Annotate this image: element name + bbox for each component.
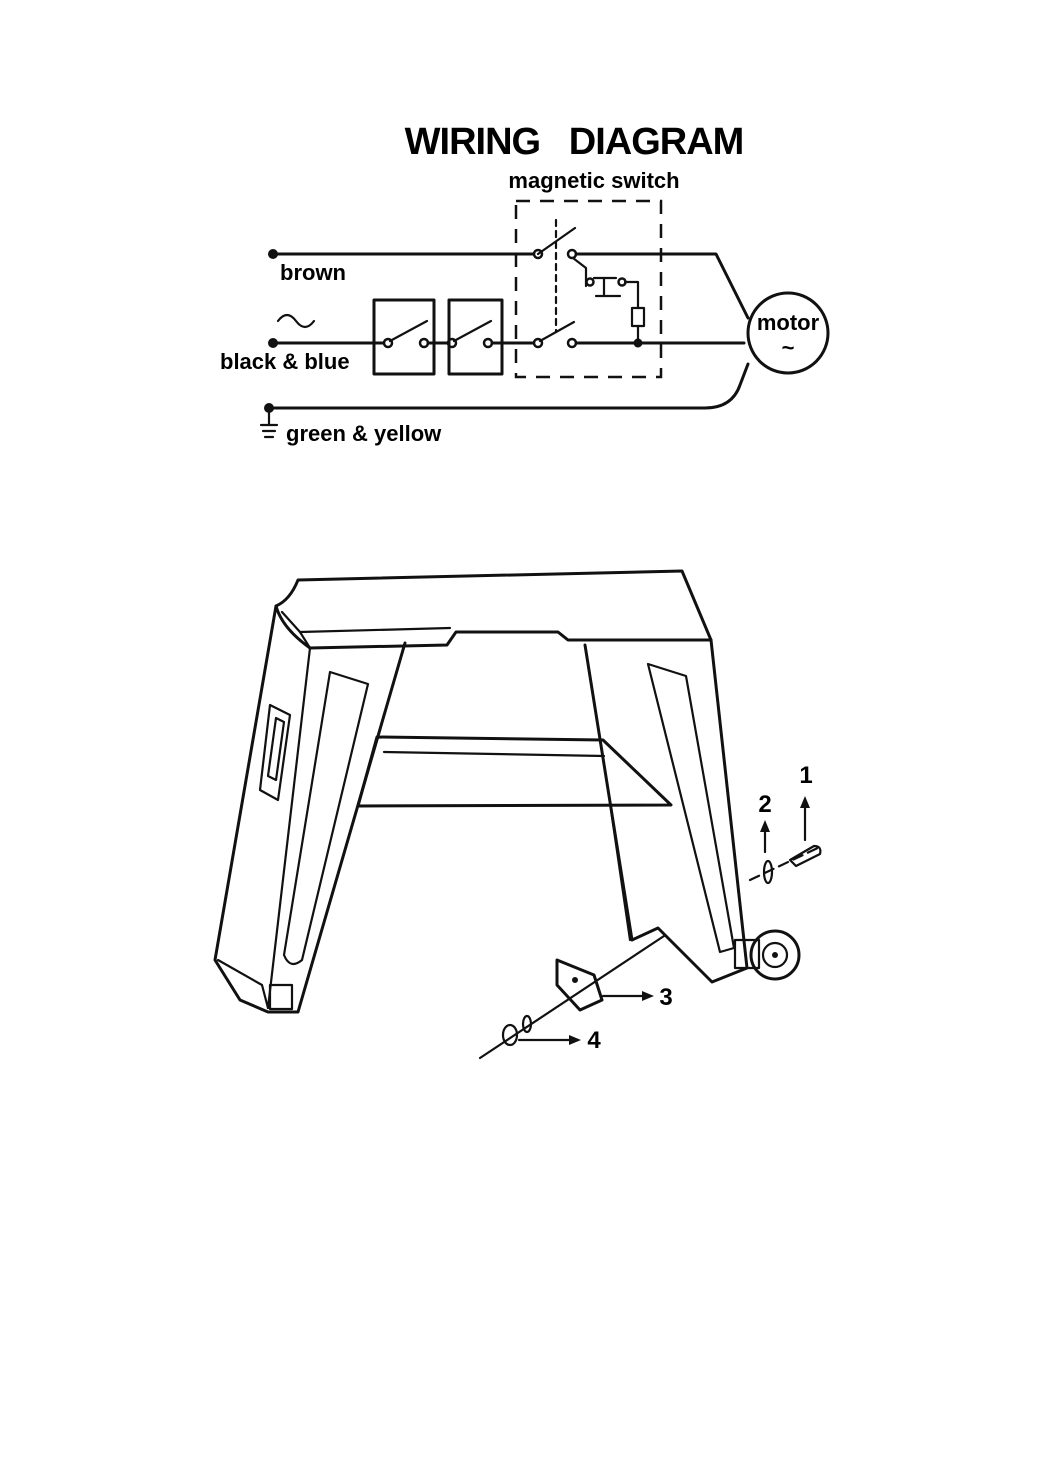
callout-1: 1 [799,762,812,789]
stand-shelf [358,737,671,806]
magnetic-switch-box [516,201,661,377]
diagram-title: WIRING DIAGRAM [405,121,744,163]
callout-4: 4 [587,1027,601,1054]
green-yellow-label: green & yellow [286,421,442,446]
ground-icon [261,425,277,437]
hold-contact [573,258,638,308]
wiring-diagram: WIRING DIAGRAM magnetic switch brown [220,121,828,446]
motor-ac-symbol: ~ [782,335,795,360]
switch-box-1 [374,300,434,374]
callout-2: 2 [758,791,771,818]
right-leg [585,640,747,982]
left-foot-plate [270,985,292,1009]
black-blue-wire [268,321,744,348]
right-leg-slot [648,664,734,952]
callout-3: 3 [659,984,672,1011]
ac-source-icon [278,315,314,327]
black-blue-label: black & blue [220,349,350,374]
stand-illustration: 1 2 3 4 [215,571,822,1058]
brown-label: brown [280,260,346,285]
motor-label: motor [757,310,820,335]
coil-icon [632,308,644,326]
stand-top [276,571,711,648]
switch-box-2 [449,300,502,374]
assembly-axis-upper [750,846,822,880]
left-leg [215,606,405,1012]
magnetic-switch-label: magnetic switch [508,168,679,193]
